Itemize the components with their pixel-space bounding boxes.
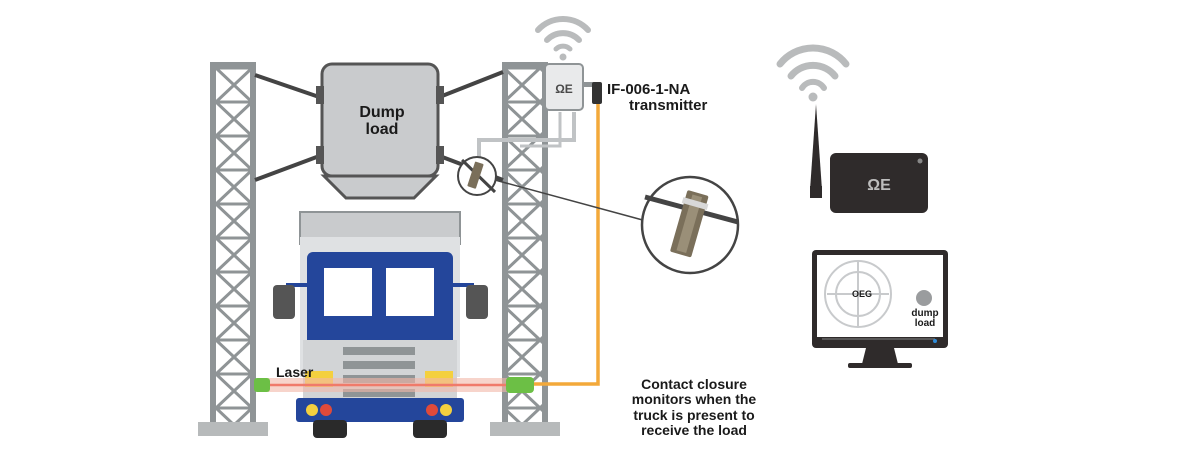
omega-logo-icon: ΩΕ: [555, 82, 573, 96]
wifi-icon-transmitter: [535, 16, 591, 61]
transmitter-label: IF-006-1-NA transmitter: [607, 81, 708, 115]
screen-dump-load-label: dump load: [911, 308, 939, 329]
dump-load-hopper: [316, 62, 444, 200]
laser-emitter: [254, 378, 270, 392]
right-tower: [490, 62, 560, 436]
laser-beam: [268, 378, 508, 392]
monitor-screen-graphic: [824, 260, 892, 328]
laser-label: Laser: [276, 364, 314, 380]
laser-receiver: [506, 377, 534, 393]
load-sensor: [457, 156, 497, 196]
omega-logo-icon: ΩΕ: [867, 177, 891, 194]
truck: [273, 211, 488, 438]
transmitter-wiring: [477, 90, 600, 386]
load-sensor-magnified: [640, 175, 740, 275]
screen-brand-label: OEG: [852, 289, 873, 299]
contact-closure-label: Contact closure monitors when the truck …: [631, 376, 757, 439]
dump-load-label: Dump load: [359, 104, 405, 139]
transmitter-device: ΩΕ: [544, 63, 602, 111]
wifi-icon-receiver: [776, 44, 850, 102]
callout-line: [494, 179, 651, 223]
monitor: [812, 250, 948, 368]
wireless-receiver: ΩΕ: [810, 104, 928, 213]
left-tower: [198, 62, 268, 436]
